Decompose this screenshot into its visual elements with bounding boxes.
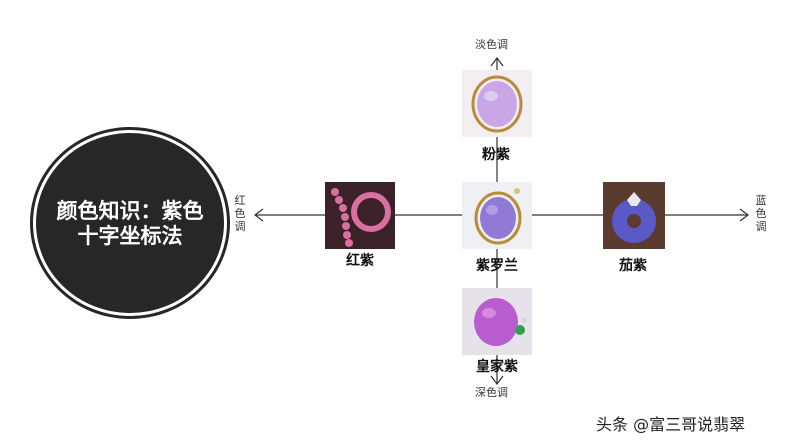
gem-label-left: 红紫 — [346, 253, 374, 269]
bottom-arrowhead — [490, 375, 504, 385]
right-arrowhead — [739, 208, 749, 222]
label-top-light-tone: 淡色调 — [475, 38, 508, 51]
gem-image-center — [462, 182, 532, 249]
gem-stone-bottom — [474, 298, 518, 346]
gem-label-bottom: 皇家紫 — [476, 359, 518, 375]
label-left-red-tone: 红色调 — [234, 194, 246, 233]
gem-image-left — [325, 182, 395, 249]
gem-label-top: 粉紫 — [482, 147, 510, 163]
gem-image-bottom — [462, 288, 532, 355]
center-title: 颜色知识：紫色十字坐标法 — [56, 198, 204, 248]
gem-stone-top — [477, 81, 517, 127]
top-arrowhead — [490, 57, 504, 67]
gem-image-right — [603, 182, 665, 249]
gem-image-top — [462, 70, 532, 137]
title-circle: 颜色知识：紫色十字坐标法 — [33, 130, 227, 316]
label-bottom-deep-tone: 深色调 — [475, 386, 508, 399]
left-arrowhead — [254, 208, 264, 222]
watermark: 头条 @富三哥说翡翠 — [596, 415, 746, 434]
gem-label-right: 茄紫 — [619, 258, 647, 274]
gem-label-center: 紫罗兰 — [476, 258, 518, 274]
label-right-blue-tone: 蓝色调 — [755, 194, 767, 233]
gem-bangle-left — [351, 192, 391, 232]
gem-stone-center — [480, 197, 516, 239]
